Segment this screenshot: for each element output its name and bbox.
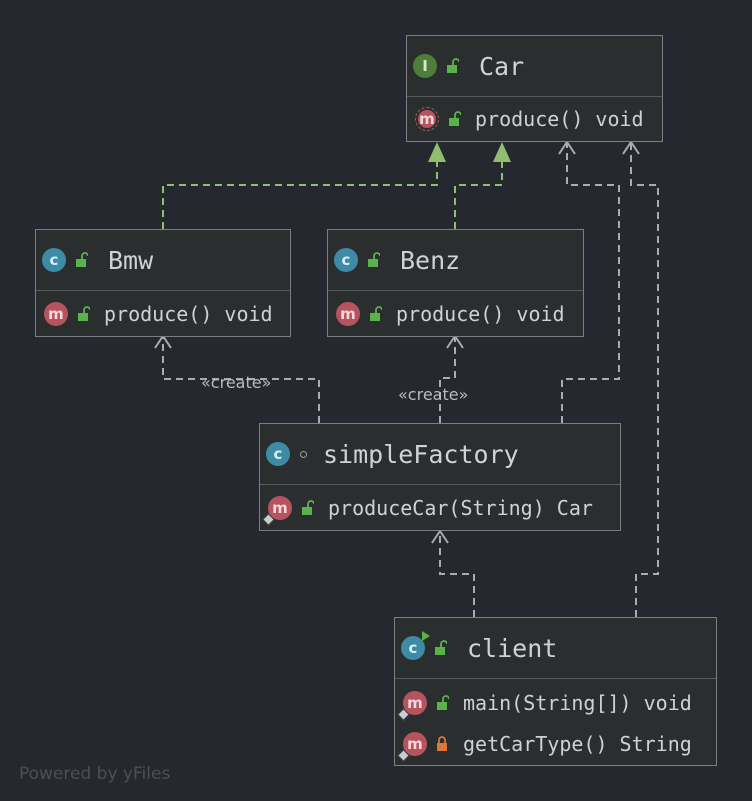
edge-label-create-benz: «create» (398, 385, 469, 404)
method-badge-icon: m (262, 495, 292, 526)
class-badge-icon: c (42, 248, 66, 272)
method-badge-icon: m (397, 732, 427, 762)
class-node-client[interactable]: c client m main(String[]) void m getCarT… (394, 617, 717, 766)
dependency-edge-client-factory (439, 531, 475, 617)
class-name-bmw: Bmw (108, 245, 154, 275)
unlocked-padlock-icon (435, 640, 447, 655)
unlocked-padlock-icon (302, 499, 314, 515)
circle-dot-icon (300, 450, 307, 458)
dependency-arrowhead (558, 140, 576, 155)
class-node-car[interactable]: I Car m produce() void (406, 35, 663, 142)
member-signature: produceCar(String) Car (328, 495, 593, 520)
edge-label-create-bmw: «create» (201, 373, 272, 392)
member-row[interactable]: m produceCar(String) Car (260, 485, 620, 530)
member-row[interactable]: m produce() void (328, 291, 583, 336)
unlocked-padlock-icon (76, 252, 88, 267)
dependency-edge-factory-bmw (162, 337, 320, 423)
class-name-benz: Benz (400, 245, 461, 275)
class-name-car: Car (479, 51, 525, 81)
dependency-arrowhead (622, 140, 640, 155)
realization-arrowhead (428, 142, 446, 162)
member-row[interactable]: m main(String[]) void (395, 681, 716, 724)
interface-badge-icon: I (413, 54, 437, 78)
realization-arrowhead (493, 142, 511, 162)
member-row[interactable]: m produce() void (36, 291, 290, 336)
unlocked-padlock-icon (447, 58, 459, 73)
class-name-client: client (467, 633, 558, 663)
dependency-edge-client-car (630, 142, 659, 617)
abstract-method-badge-icon: m (415, 107, 439, 131)
class-name-simple-factory: simpleFactory (323, 439, 519, 469)
class-badge-icon: c (266, 442, 290, 466)
unlocked-padlock-icon (449, 111, 461, 126)
unlocked-padlock-icon (78, 305, 90, 321)
member-row[interactable]: m getCarType() String (395, 724, 716, 764)
member-signature: getCarType() String (463, 732, 692, 756)
unlocked-padlock-icon (437, 694, 449, 710)
member-row[interactable]: m produce() void (407, 97, 662, 141)
dependency-arrowhead (431, 529, 449, 544)
member-signature: produce() void (104, 301, 273, 326)
unlocked-padlock-icon (368, 252, 380, 267)
watermark: Powered by yFiles (19, 764, 171, 784)
member-signature: main(String[]) void (463, 690, 692, 715)
member-signature: produce() void (396, 301, 565, 326)
member-signature: produce() void (475, 107, 644, 131)
dependency-edge-factory-benz (439, 337, 456, 423)
dependency-edge-factory-car (561, 142, 620, 423)
class-node-bmw[interactable]: c Bmw m produce() void (35, 229, 291, 337)
run-triangle-icon (422, 631, 430, 641)
class-badge-icon: c (401, 631, 430, 660)
method-badge-icon: m (44, 301, 68, 326)
unlocked-padlock-icon (370, 305, 382, 321)
class-node-benz[interactable]: c Benz m produce() void (327, 229, 584, 337)
realization-edge-bmw-car (162, 158, 438, 229)
method-badge-icon: m (397, 690, 427, 721)
class-badge-icon: c (334, 248, 358, 272)
locked-padlock-icon (437, 736, 447, 751)
realization-edge-benz-car (454, 158, 503, 229)
class-node-simple-factory[interactable]: c simpleFactory m produceCar(String) Car (259, 423, 621, 531)
method-badge-icon: m (336, 301, 360, 326)
